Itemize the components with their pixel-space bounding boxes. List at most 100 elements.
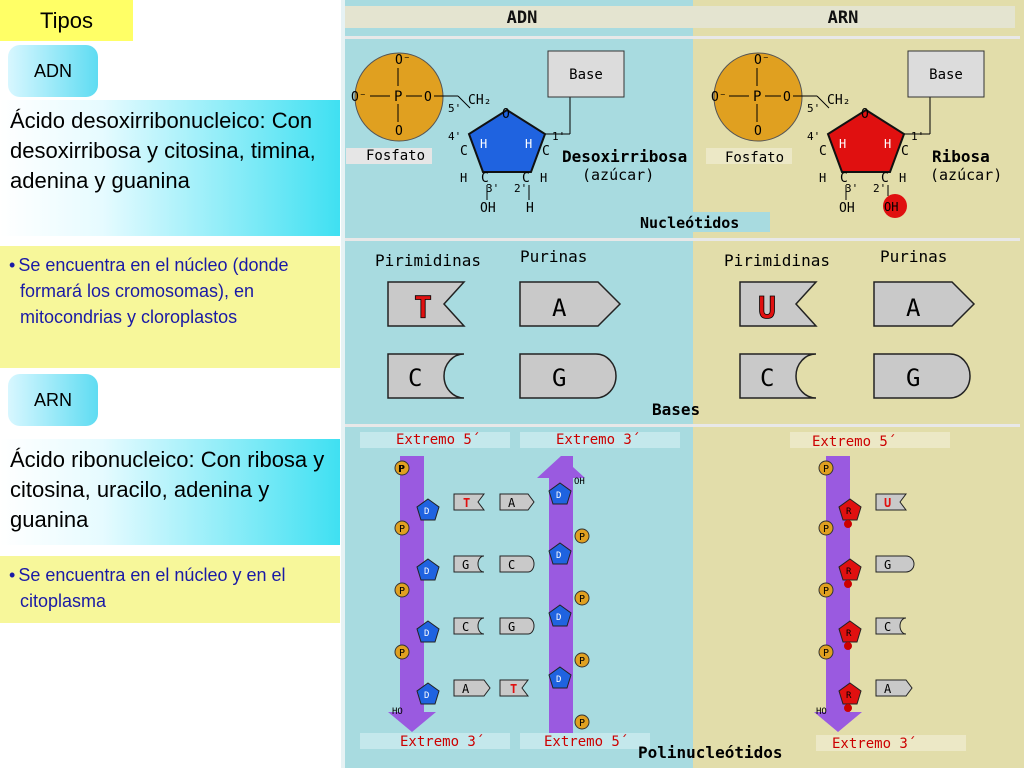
svg-text:1': 1' — [552, 130, 565, 143]
header-arn: ARN — [828, 8, 859, 28]
svg-text:H: H — [819, 171, 826, 185]
base-t-shape — [387, 281, 466, 327]
base-a-shape — [519, 281, 622, 327]
phosphate-o-right: O — [424, 90, 432, 105]
svg-text:C: C — [462, 620, 469, 634]
dna-nucleotide: O⁻ O⁻ O O P CH₂ Fosfato O 5' 4' 3' 2' 1'… — [346, 50, 687, 216]
rna-base-c-letter: C — [760, 364, 774, 392]
svg-text:3': 3' — [486, 182, 499, 195]
svg-text:5': 5' — [448, 102, 461, 115]
svg-text:D: D — [556, 675, 561, 685]
base-t-letter: T — [414, 291, 432, 326]
svg-text:OH: OH — [839, 201, 855, 216]
arn-location-note: Se encuentra en el núcleo y en el citopl… — [0, 556, 340, 623]
dna-left-extremo-5: Extremo 5´ — [396, 432, 480, 448]
svg-text:H: H — [480, 137, 487, 151]
dna-right-extremo-5: Extremo 5´ — [544, 734, 628, 750]
azucar-label-dna: (azúcar) — [582, 166, 654, 184]
adn-location-text: Se encuentra en el núcleo (donde formará… — [18, 252, 334, 330]
rna-base-a-shape — [873, 281, 976, 327]
dna-phosphate — [354, 52, 444, 142]
svg-text:2': 2' — [514, 182, 527, 195]
svg-text:A: A — [462, 682, 470, 696]
header-adn: ADN — [507, 8, 538, 28]
deoxyribose-ring — [467, 108, 547, 173]
svg-text:H: H — [884, 137, 891, 151]
adn-label: ADN — [8, 45, 98, 97]
phosphate-o-left: O⁻ — [351, 90, 367, 105]
base-u-shape — [739, 281, 818, 327]
phosphate-o-bottom: O — [395, 124, 403, 139]
svg-text:5': 5' — [807, 102, 820, 115]
dna-strand-2: D D D D OH — [548, 477, 590, 730]
svg-text:Base: Base — [569, 67, 603, 83]
svg-text:C: C — [481, 171, 489, 186]
svg-text:1': 1' — [911, 130, 924, 143]
bases-label: Bases — [652, 400, 700, 419]
base-g-shape — [519, 353, 617, 399]
svg-text:U: U — [884, 496, 891, 510]
svg-text:T: T — [463, 496, 470, 510]
nucleic-acid-diagram: P ADN ARN O⁻ O⁻ O O P CH₂ Fosfato O 5' 4… — [341, 0, 1024, 768]
types-title: Tipos — [0, 0, 133, 41]
svg-text:C: C — [901, 144, 909, 159]
svg-text:C: C — [460, 144, 468, 159]
base-g-letter: G — [552, 364, 566, 392]
rna-purinas-label: Purinas — [880, 247, 947, 266]
svg-text:H: H — [525, 137, 532, 151]
dna-strand-1: P D D D D HO — [392, 460, 440, 717]
svg-text:R: R — [846, 567, 852, 577]
base-u-letter: U — [758, 291, 776, 326]
svg-text:C: C — [542, 144, 550, 159]
svg-text:C: C — [840, 171, 848, 186]
svg-text:C: C — [819, 144, 827, 159]
fosfato-label: Fosfato — [366, 148, 425, 164]
desoxirribosa-label: Desoxirribosa — [562, 147, 687, 166]
svg-text:P: P — [398, 464, 404, 475]
dna-right-extremo-3: Extremo 3´ — [556, 432, 640, 448]
svg-text:O: O — [861, 107, 869, 122]
svg-text:OH: OH — [480, 201, 496, 216]
svg-text:4': 4' — [807, 130, 820, 143]
dna-pirimidinas-label: Pirimidinas — [375, 251, 481, 270]
svg-text:R: R — [846, 507, 852, 517]
dna-oh-end: OH — [574, 477, 585, 487]
adn-definition: Ácido desoxirribonucleico: Con desoxirri… — [0, 100, 340, 236]
rna-base-box — [907, 50, 985, 98]
rna-base-g-shape — [873, 353, 971, 399]
arn-definition: Ácido ribonucleico: Con ribosa y citosin… — [0, 439, 340, 545]
svg-text:A: A — [508, 496, 516, 510]
svg-text:C: C — [522, 171, 530, 186]
rna-nucleotide: O⁻ O⁻ O O P CH₂ Fosfato O 5' 4' 3' 2' 1'… — [706, 50, 1002, 218]
svg-text:R: R — [846, 691, 852, 701]
rna-extremo-5: Extremo 5´ — [812, 434, 896, 450]
azucar-label-rna: (azúcar) — [930, 166, 1002, 184]
svg-text:P: P — [753, 89, 761, 105]
base-c-shape — [387, 353, 465, 399]
svg-text:Base: Base — [929, 67, 963, 83]
dna-left-extremo-3: Extremo 3´ — [400, 734, 484, 750]
svg-text:O: O — [754, 124, 762, 139]
svg-text:D: D — [424, 629, 429, 639]
svg-text:D: D — [556, 551, 561, 561]
svg-text:O: O — [502, 107, 510, 122]
rna-ho-end: HO — [816, 707, 827, 717]
svg-text:3': 3' — [845, 182, 858, 195]
svg-text:2': 2' — [873, 182, 886, 195]
svg-text:4': 4' — [448, 130, 461, 143]
svg-text:C: C — [884, 620, 891, 634]
polinucleotidos-label: Polinucleótidos — [638, 743, 783, 762]
rna-base-a-letter: A — [906, 294, 921, 322]
rna-base-g-letter: G — [906, 364, 920, 392]
svg-text:D: D — [424, 507, 429, 517]
svg-text:H: H — [899, 171, 906, 185]
svg-text:O⁻: O⁻ — [754, 53, 770, 68]
svg-text:G: G — [462, 558, 469, 572]
base-a-letter: A — [552, 294, 567, 322]
svg-text:C: C — [508, 558, 515, 572]
svg-text:A: A — [884, 682, 892, 696]
ch2-label: CH₂ — [468, 93, 491, 108]
svg-text:D: D — [556, 491, 561, 501]
dna-base-box — [547, 50, 625, 98]
rna-phosphate — [713, 52, 803, 142]
